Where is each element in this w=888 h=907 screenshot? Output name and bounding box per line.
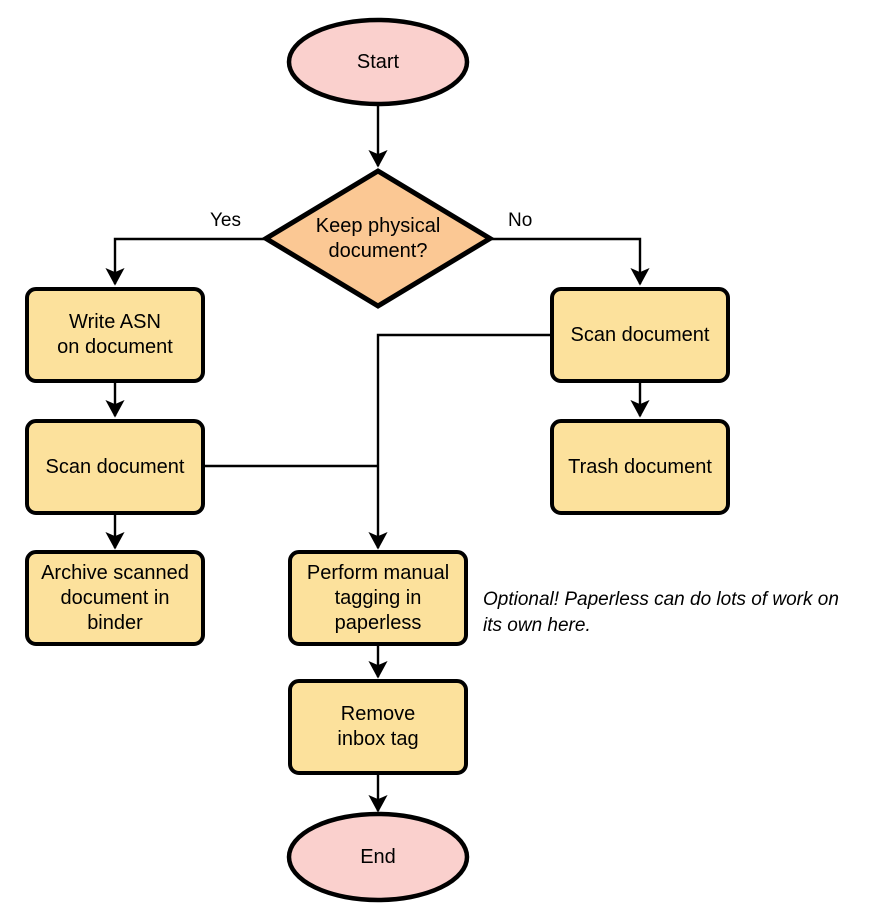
edge-scan-right-to-tagging <box>368 333 552 550</box>
node-perform-manual-tagging[interactable] <box>288 550 468 646</box>
edge-decision-yes-to-write-asn <box>105 237 265 286</box>
edge-label-yes: Yes <box>210 210 241 231</box>
node-scan-document-right[interactable] <box>550 287 730 383</box>
optional-note: Optional! Paperless can do lots of work … <box>483 589 839 636</box>
connector-group <box>105 104 650 813</box>
node-archive-scanned-document[interactable] <box>25 550 205 646</box>
node-scan-document-left[interactable] <box>25 419 205 515</box>
node-remove-inbox-tag[interactable] <box>288 679 468 775</box>
node-start[interactable] <box>286 17 470 107</box>
edge-label-no: No <box>508 210 533 231</box>
node-write-asn[interactable] <box>25 287 205 383</box>
edge-decision-no-to-scan-right <box>490 237 650 286</box>
node-trash-document[interactable] <box>550 419 730 515</box>
node-decision-keep-physical-document[interactable] <box>261 168 495 309</box>
node-end[interactable] <box>286 811 470 903</box>
